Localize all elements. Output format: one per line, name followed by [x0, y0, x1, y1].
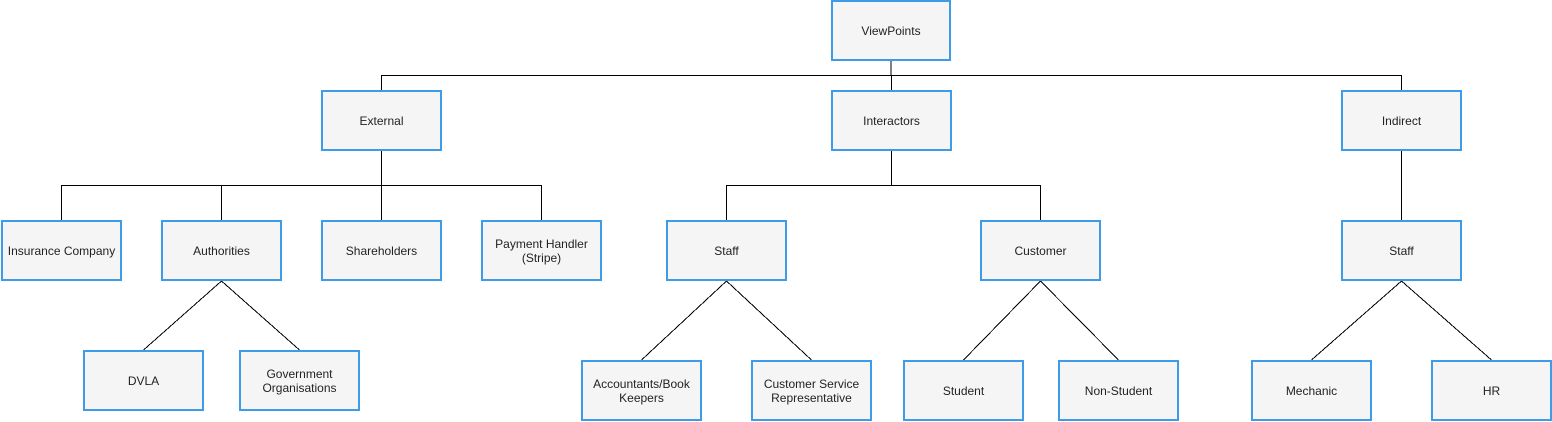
node-staff-interactors[interactable]: Staff	[666, 220, 787, 281]
node-label: Staff	[1389, 243, 1414, 258]
node-customer-service-representative[interactable]: Customer Service Representative	[751, 360, 872, 421]
node-label: Accountants/Book Keepers	[593, 376, 690, 405]
edge-customer-to-student	[963, 280, 1041, 361]
node-insurance-company[interactable]: Insurance Company	[1, 220, 122, 281]
node-label: Indirect	[1381, 113, 1422, 128]
node-customer[interactable]: Customer	[980, 220, 1101, 281]
node-staff-indirect[interactable]: Staff	[1341, 220, 1462, 281]
edge-external-to-authorities	[221, 151, 382, 220]
node-payment-handler[interactable]: Payment Handler (Stripe)	[481, 220, 602, 281]
node-label: DVLA	[127, 373, 160, 388]
node-authorities[interactable]: Authorities	[161, 220, 282, 281]
edge-interactors-to-staff_interactors	[726, 151, 892, 220]
node-non-student[interactable]: Non-Student	[1058, 360, 1179, 421]
node-accountants-book-keepers[interactable]: Accountants/Book Keepers	[581, 360, 702, 421]
node-label: HR	[1482, 383, 1501, 398]
edge-interactors-to-customer	[891, 151, 1041, 220]
edge-external-to-payment_handler	[381, 151, 542, 220]
node-label: Staff	[714, 243, 739, 258]
node-label: Customer Service Representative	[763, 376, 860, 405]
node-government-organisations[interactable]: Government Organisations	[239, 350, 360, 411]
edge-customer-to-non_student	[1040, 280, 1119, 361]
node-label: ViewPoints	[861, 23, 921, 38]
node-label: Mechanic	[1285, 383, 1338, 398]
node-external[interactable]: External	[321, 90, 442, 151]
node-label: Authorities	[193, 243, 250, 258]
node-indirect[interactable]: Indirect	[1341, 90, 1462, 151]
node-dvla[interactable]: DVLA	[83, 350, 204, 411]
node-label: Government Organisations	[262, 366, 337, 395]
node-label: External	[359, 113, 404, 128]
node-label: Customer	[1014, 243, 1067, 258]
node-student[interactable]: Student	[903, 360, 1024, 421]
node-label: Shareholders	[345, 243, 418, 258]
node-label: Interactors	[863, 113, 920, 128]
edge-viewpoints-to-indirect	[890, 61, 1402, 90]
node-interactors[interactable]: Interactors	[831, 90, 952, 151]
node-viewpoints[interactable]: ViewPoints	[831, 0, 951, 61]
edge-staff_interactors-to-customer_service	[726, 280, 812, 361]
node-label: Non-Student	[1084, 383, 1153, 398]
edge-staff_interactors-to-accountants	[641, 280, 727, 361]
edge-staff_indirect-to-hr	[1401, 280, 1492, 361]
node-shareholders[interactable]: Shareholders	[321, 220, 442, 281]
edge-authorities-to-government_organisations	[221, 280, 300, 351]
node-label: Insurance Company	[7, 243, 116, 258]
edge-viewpoints-to-external	[381, 61, 892, 90]
edge-authorities-to-dvla	[143, 280, 222, 351]
node-mechanic[interactable]: Mechanic	[1251, 360, 1372, 421]
node-label: Payment Handler (Stripe)	[495, 236, 588, 265]
edge-staff_indirect-to-mechanic	[1311, 280, 1402, 361]
node-label: Student	[942, 383, 985, 398]
node-hr[interactable]: HR	[1431, 360, 1552, 421]
